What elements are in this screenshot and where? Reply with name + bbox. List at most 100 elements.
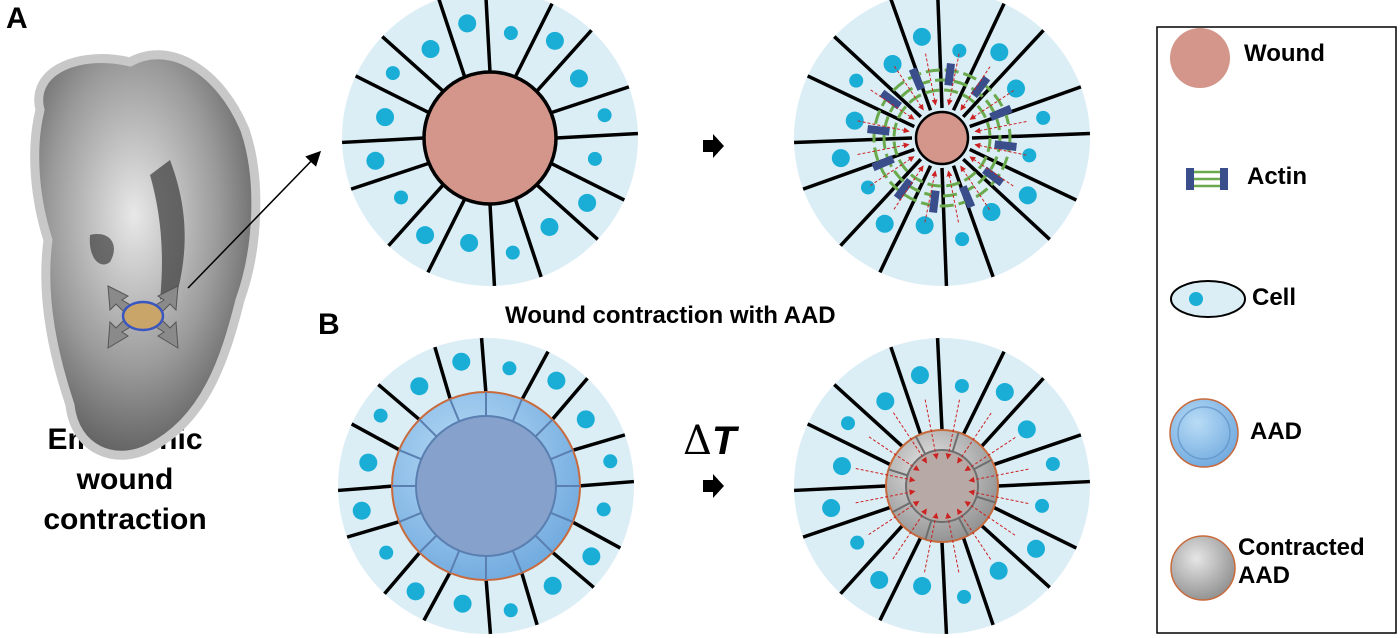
cell-boundary bbox=[889, 0, 933, 111]
contraction-arrow bbox=[960, 165, 990, 210]
cell-nucleus bbox=[576, 410, 595, 429]
contracted-aad-core bbox=[905, 449, 979, 523]
cell-nucleus bbox=[982, 203, 1001, 222]
cell-boundary bbox=[484, 577, 493, 635]
cell-boundary bbox=[992, 505, 1078, 550]
actin-anchor bbox=[929, 190, 940, 213]
cell-boundary bbox=[802, 147, 915, 191]
cell-nucleus bbox=[547, 371, 566, 390]
cell-nucleus bbox=[545, 31, 564, 50]
actin-anchor bbox=[879, 89, 903, 110]
cell-boundary bbox=[387, 183, 445, 247]
contraction-arrow bbox=[868, 436, 920, 471]
cell-nucleus bbox=[603, 454, 618, 469]
cell-boundary bbox=[889, 346, 923, 435]
aad-segment bbox=[418, 534, 438, 554]
cell-nucleus bbox=[597, 108, 612, 123]
wound bbox=[422, 70, 558, 206]
cell-nucleus bbox=[995, 383, 1014, 402]
cell-nucleus bbox=[569, 69, 588, 88]
delta-t-label: ΔT bbox=[683, 418, 736, 464]
actin-anchor bbox=[981, 166, 1005, 187]
contraction-arrow bbox=[946, 170, 959, 223]
cell-nucleus bbox=[831, 149, 850, 168]
cell-nucleus bbox=[460, 233, 479, 252]
cell-boundary bbox=[833, 383, 904, 448]
cell-nucleus bbox=[832, 457, 851, 476]
contraction-arrow bbox=[960, 66, 991, 111]
legend-actin-label: Actin bbox=[1247, 163, 1307, 190]
cell-nucleus bbox=[502, 361, 517, 376]
contraction-arrow bbox=[925, 53, 938, 106]
contraction-arrow bbox=[945, 399, 960, 460]
cell-nucleus bbox=[955, 232, 970, 247]
cell-boundary bbox=[833, 35, 922, 119]
contracted-segment bbox=[957, 517, 970, 536]
aad-segment bbox=[449, 398, 461, 422]
embryo-caption-line-3: contraction bbox=[43, 503, 207, 536]
contraction-arrow bbox=[893, 165, 924, 210]
cell-nucleus bbox=[913, 577, 932, 596]
cell-boundary bbox=[951, 2, 1006, 112]
actin-anchor bbox=[994, 140, 1017, 151]
aad-core bbox=[415, 415, 557, 557]
cell-boundary bbox=[570, 433, 626, 453]
cell-nucleus bbox=[394, 190, 409, 205]
cell-nucleus bbox=[850, 535, 865, 550]
cell-nucleus bbox=[503, 603, 518, 618]
cell-boundary bbox=[519, 350, 550, 402]
zoom-arrow bbox=[187, 150, 322, 289]
contraction-arrow bbox=[892, 508, 927, 560]
actin-ring bbox=[882, 78, 1002, 198]
delta-variable: T bbox=[711, 419, 737, 463]
cell-nucleus bbox=[1018, 186, 1037, 205]
contraction-arrow bbox=[945, 512, 960, 573]
cell-boundary bbox=[961, 537, 995, 626]
embryo-wound-arrows bbox=[107, 285, 179, 349]
cell-nucleus bbox=[989, 561, 1008, 580]
contracted-wound bbox=[914, 110, 970, 166]
aad-segment bbox=[550, 449, 574, 461]
cell-boundary bbox=[422, 570, 453, 622]
aad-segment bbox=[449, 550, 461, 574]
aad-segment bbox=[418, 418, 438, 438]
aad-segment bbox=[398, 449, 422, 461]
cell-boundary bbox=[550, 161, 626, 202]
cell-boundary bbox=[350, 161, 430, 191]
embryo-caption-line-2: wound bbox=[76, 463, 174, 496]
cell-boundary bbox=[484, 0, 492, 73]
actin-anchor bbox=[944, 63, 955, 86]
legend-contracted-aad-label: Contracted AAD bbox=[1238, 534, 1365, 590]
aad-segment bbox=[534, 534, 554, 554]
contraction-arrow bbox=[956, 508, 992, 560]
cell-nucleus bbox=[1036, 110, 1051, 125]
contraction-arrow bbox=[924, 512, 939, 573]
cell-boundary bbox=[839, 524, 904, 595]
cell-boundary bbox=[793, 484, 887, 493]
cell-boundary bbox=[549, 377, 589, 423]
legend-aad-swatch bbox=[1169, 398, 1239, 468]
progress-arrow-b bbox=[703, 474, 724, 498]
cell-boundary bbox=[993, 433, 1082, 467]
cell-nucleus bbox=[883, 54, 902, 73]
cell-nucleus bbox=[366, 151, 385, 170]
cell-nucleus bbox=[458, 14, 477, 33]
panel-label-b: B bbox=[318, 308, 340, 341]
cell-boundary bbox=[535, 29, 593, 93]
actin-ring bbox=[872, 68, 1012, 208]
legend-cell-label: Cell bbox=[1252, 284, 1297, 311]
cell-nucleus bbox=[954, 378, 969, 393]
cell-boundary bbox=[337, 484, 395, 493]
cell-nucleus bbox=[1022, 148, 1037, 163]
cell-boundary bbox=[962, 157, 1051, 241]
aad-segment bbox=[534, 418, 554, 438]
cell-boundary bbox=[802, 505, 891, 539]
contraction-arrow bbox=[924, 399, 939, 460]
cell-boundary bbox=[426, 198, 467, 274]
cell-boundary bbox=[513, 2, 554, 78]
contraction-arrow bbox=[974, 142, 1027, 156]
contraction-arrow bbox=[870, 156, 915, 186]
cell-boundary bbox=[997, 479, 1091, 488]
cell-nucleus bbox=[376, 108, 395, 127]
cell-boundary bbox=[980, 524, 1051, 589]
